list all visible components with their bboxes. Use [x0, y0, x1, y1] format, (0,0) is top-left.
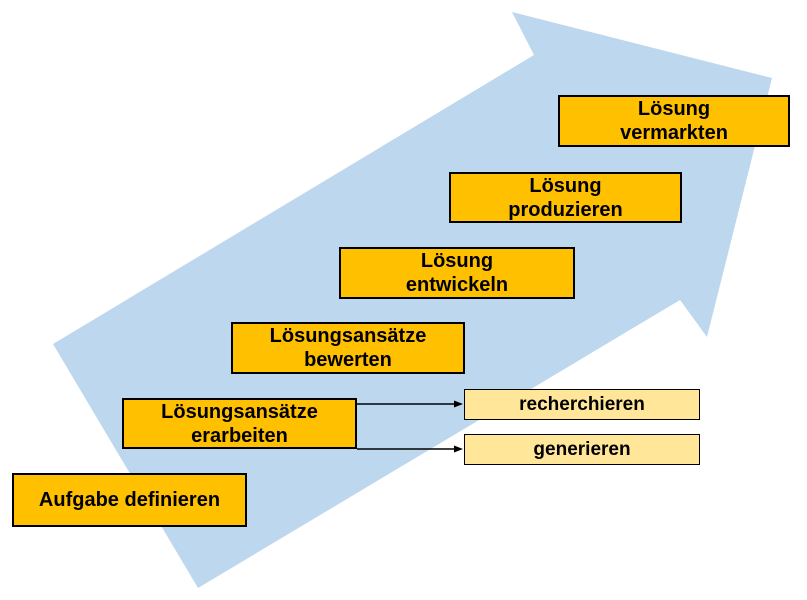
method-recherchieren: recherchieren — [464, 389, 700, 420]
step-loesungsansaetze-erarbeiten: Lösungsansätze erarbeiten — [122, 398, 357, 449]
method-generieren: generieren — [464, 434, 700, 465]
step-loesungsansaetze-bewerten: Lösungsansätze bewerten — [231, 322, 465, 374]
step-loesung-entwickeln: Lösung entwickeln — [339, 247, 575, 299]
step-loesung-vermarkten: Lösung vermarkten — [558, 95, 790, 147]
step-loesung-produzieren: Lösung produzieren — [449, 172, 682, 223]
step-aufgabe-definieren: Aufgabe definieren — [12, 473, 247, 527]
